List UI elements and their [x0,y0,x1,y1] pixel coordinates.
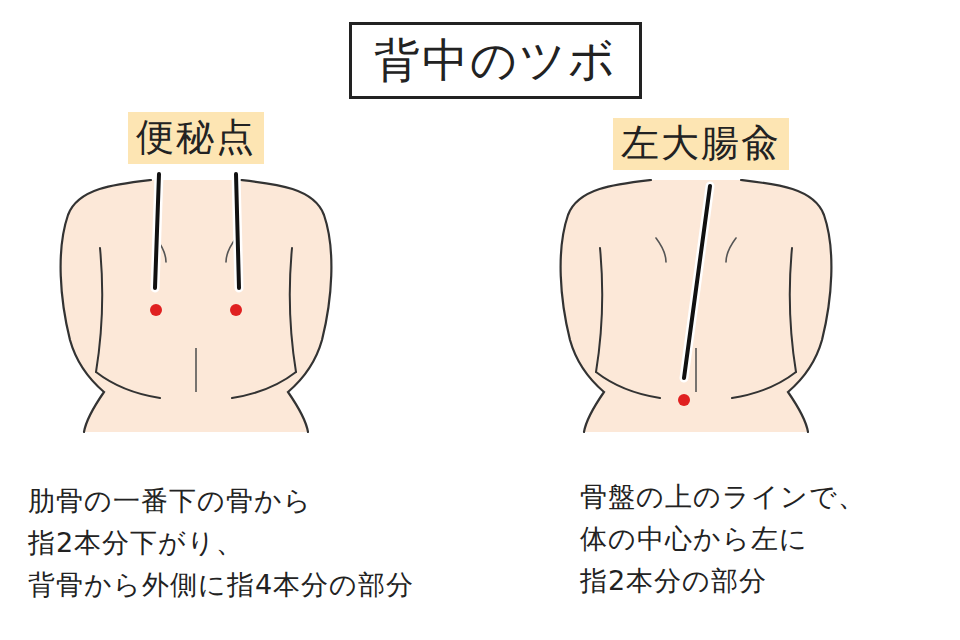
point-name: 左大腸兪 [621,121,781,167]
acupoint-dots [150,304,690,406]
location-note: 肋骨の一番下の骨から 指2本分下がり、 背骨から外側に指4本分の部分 [28,480,460,606]
point-name: 便秘点 [136,115,256,161]
title-box: 背中のツボ [349,22,642,99]
right-figure [561,180,832,432]
left-figure [61,180,332,432]
highlight-label: 便秘点 [128,112,264,164]
location-note: 骨盤の上のラインで、 体の中心から左に 指2本分の部分 [580,476,877,602]
highlight-label: 左大腸兪 [613,118,789,170]
leader-lines [155,174,710,378]
